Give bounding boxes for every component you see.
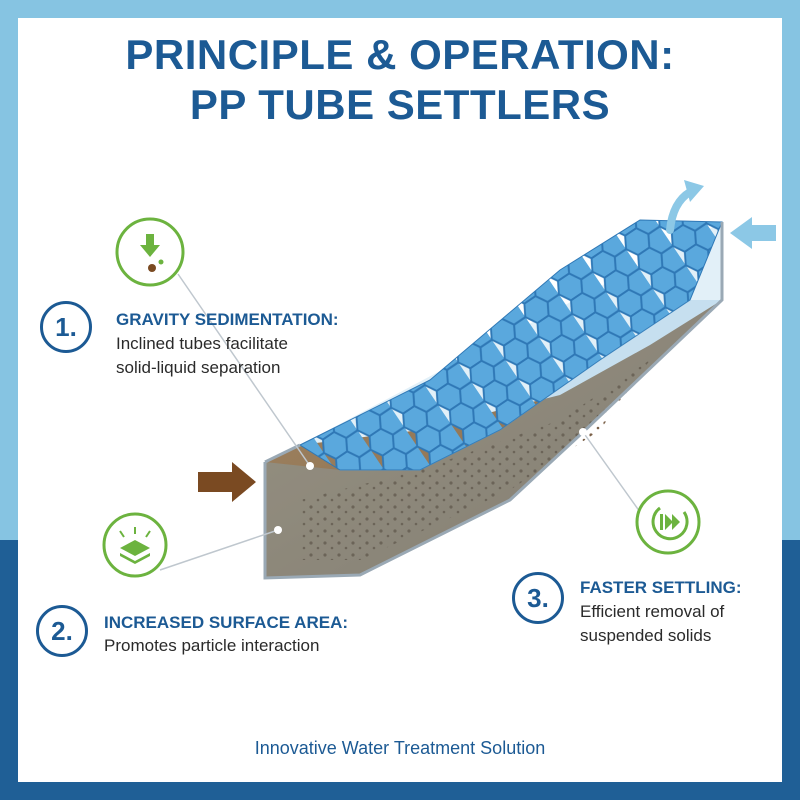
gravity-drop-icon: [115, 217, 185, 287]
step-2-description: Promotes particle interaction: [104, 634, 319, 658]
step-1-number: 1.: [40, 301, 92, 353]
page-title: PRINCIPLE & OPERATION: PP TUBE SETTLERS: [0, 30, 800, 130]
clear-water-inflow-arrow-icon: [730, 217, 776, 249]
step-1-description: Inclined tubes facilitate solid-liquid s…: [116, 332, 288, 380]
step-1-desc-line-1: Inclined tubes facilitate: [116, 334, 288, 353]
footer-tagline: Innovative Water Treatment Solution: [254, 738, 546, 758]
step-2-desc-line-1: Promotes particle interaction: [104, 636, 320, 655]
step-3-number: 3.: [512, 572, 564, 624]
title-line-1: PRINCIPLE & OPERATION:: [125, 31, 675, 78]
connector-3: [582, 431, 641, 513]
outflow-arrow-icon: [666, 188, 694, 234]
step-1-desc-line-2: solid-liquid separation: [116, 358, 281, 377]
tank-outline: [263, 222, 724, 580]
inflow-arrow-icon: [198, 462, 256, 502]
step-2-number: 2.: [36, 605, 88, 657]
fast-forward-icon: [635, 489, 701, 555]
step-3-desc-line-1: Efficient removal of: [580, 602, 725, 621]
layers-surface-icon: [102, 512, 168, 578]
hex-tube-module: [298, 219, 723, 471]
connector-2: [159, 529, 279, 571]
step-1-heading: GRAVITY SEDIMENTATION:: [116, 310, 339, 329]
sludge-particles: [300, 360, 650, 560]
water-tint: [265, 300, 722, 578]
title-line-2: PP TUBE SETTLERS: [189, 81, 611, 128]
connector-1: [177, 273, 311, 467]
step-3-desc-line-2: suspended solids: [580, 626, 712, 645]
step-3-description: Efficient removal of suspended solids: [580, 600, 724, 648]
step-2-heading: INCREASED SURFACE AREA:: [104, 613, 349, 632]
step-3-heading: FASTER SETTLING:: [580, 578, 742, 597]
